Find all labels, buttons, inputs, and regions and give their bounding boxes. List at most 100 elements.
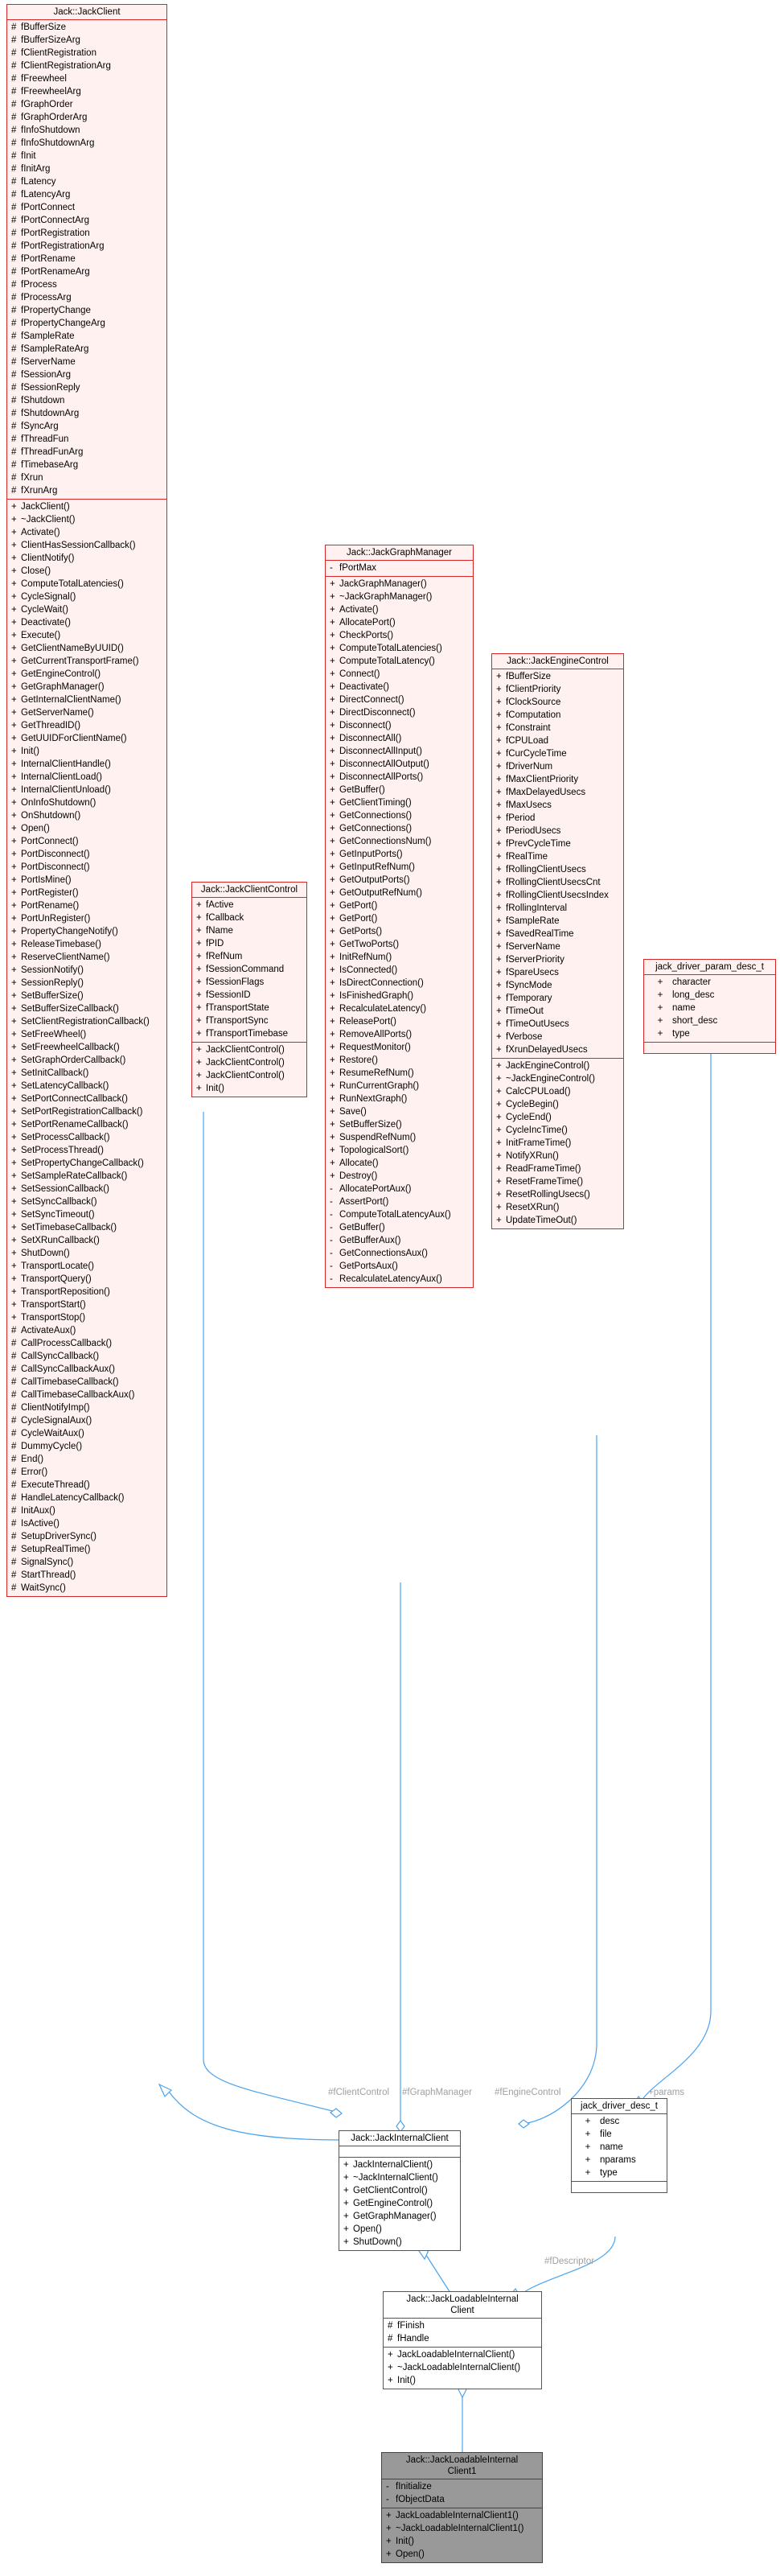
method-row[interactable]: -GetBufferAux() <box>326 1234 473 1247</box>
attribute-row[interactable]: #fSessionArg <box>7 368 166 381</box>
method-row[interactable]: +SetInitCallback() <box>7 1067 166 1080</box>
method-row[interactable]: +ReserveClientName() <box>7 951 166 964</box>
class-jack-client[interactable]: Jack::JackClient#fBufferSize#fBufferSize… <box>6 4 167 1597</box>
method-row[interactable]: +NotifyXRun() <box>492 1150 623 1162</box>
attribute-row[interactable]: +fConstraint <box>492 722 623 735</box>
method-row[interactable]: +DisconnectAll() <box>326 732 473 745</box>
attribute-row[interactable]: +fRefNum <box>192 950 306 963</box>
class-jack-client-control[interactable]: Jack::JackClientControl+fActive+fCallbac… <box>191 882 307 1097</box>
method-row[interactable]: +ComputeTotalLatencies() <box>326 642 473 655</box>
attribute-row[interactable]: +fClientPriority <box>492 683 623 696</box>
attribute-row[interactable]: +type <box>572 2167 667 2179</box>
attribute-row[interactable]: #fInfoShutdown <box>7 124 166 137</box>
method-row[interactable]: +ShutDown() <box>339 2236 460 2249</box>
method-row[interactable]: +ResetFrameTime() <box>492 1175 623 1188</box>
method-row[interactable]: +SetTimebaseCallback() <box>7 1221 166 1234</box>
method-row[interactable]: +Init() <box>192 1082 306 1095</box>
method-row[interactable]: +SetPortConnectCallback() <box>7 1093 166 1105</box>
attribute-row[interactable]: +fCurCycleTime <box>492 747 623 760</box>
method-row[interactable]: +UpdateTimeOut() <box>492 1214 623 1227</box>
method-row[interactable]: +OnInfoShutdown() <box>7 796 166 809</box>
attribute-row[interactable]: +fVerbose <box>492 1031 623 1043</box>
attribute-row[interactable]: +fSessionCommand <box>192 963 306 976</box>
method-row[interactable]: +GetOutputPorts() <box>326 874 473 887</box>
method-row[interactable]: +~JackInternalClient() <box>339 2171 460 2184</box>
method-row[interactable]: +Init() <box>384 2374 541 2387</box>
method-row[interactable]: +Open() <box>7 822 166 835</box>
method-row[interactable]: +SetClientRegistrationCallback() <box>7 1015 166 1028</box>
attribute-row[interactable]: +name <box>572 2141 667 2154</box>
attribute-row[interactable]: #fThreadFun <box>7 433 166 446</box>
attribute-row[interactable]: #fClientRegistration <box>7 47 166 60</box>
class-jack-engine-control[interactable]: Jack::JackEngineControl+fBufferSize+fCli… <box>491 653 624 1229</box>
attribute-row[interactable]: #fFinish <box>384 2319 541 2332</box>
method-row[interactable]: +SetPortRenameCallback() <box>7 1118 166 1131</box>
method-row[interactable]: +GetTwoPorts() <box>326 938 473 951</box>
method-row[interactable]: +GetPorts() <box>326 925 473 938</box>
method-row[interactable]: +~JackClient() <box>7 513 166 526</box>
method-row[interactable]: #HandleLatencyCallback() <box>7 1492 166 1504</box>
method-row[interactable]: +InternalClientLoad() <box>7 771 166 784</box>
method-row[interactable]: #IsActive() <box>7 1517 166 1530</box>
method-row[interactable]: +GetBuffer() <box>326 784 473 796</box>
method-row[interactable]: +PropertyChangeNotify() <box>7 925 166 938</box>
method-row[interactable]: +DirectDisconnect() <box>326 706 473 719</box>
method-row[interactable]: +IsDirectConnection() <box>326 977 473 990</box>
attribute-row[interactable]: #fSampleRate <box>7 330 166 343</box>
attribute-row[interactable]: +fComputation <box>492 709 623 722</box>
method-row[interactable]: +GetEngineControl() <box>7 668 166 681</box>
attribute-row[interactable]: #fTimebaseArg <box>7 459 166 471</box>
attribute-row[interactable]: #fBufferSizeArg <box>7 34 166 47</box>
attribute-row[interactable]: +desc <box>572 2115 667 2128</box>
method-row[interactable]: +SetXRunCallback() <box>7 1234 166 1247</box>
method-row[interactable]: +CheckPorts() <box>326 629 473 642</box>
attribute-row[interactable]: +fServerPriority <box>492 953 623 966</box>
class-jack-internal-client[interactable]: Jack::JackInternalClient+JackInternalCli… <box>339 2130 461 2251</box>
attribute-row[interactable]: #fFreewheel <box>7 72 166 85</box>
method-row[interactable]: +SetBufferSize() <box>7 990 166 1002</box>
method-row[interactable]: #CallTimebaseCallback() <box>7 1376 166 1389</box>
attribute-row[interactable]: -fInitialize <box>382 2480 542 2493</box>
method-row[interactable]: -AllocatePortAux() <box>326 1183 473 1195</box>
attribute-row[interactable]: #fPortRenameArg <box>7 265 166 278</box>
method-row[interactable]: +SessionNotify() <box>7 964 166 977</box>
attribute-row[interactable]: #fXrunArg <box>7 484 166 497</box>
method-row[interactable]: +JackInternalClient() <box>339 2158 460 2171</box>
method-row[interactable]: +DisconnectAllInput() <box>326 745 473 758</box>
attribute-row[interactable]: +fRollingClientUsecs <box>492 863 623 876</box>
attribute-row[interactable]: #fPortConnect <box>7 201 166 214</box>
method-row[interactable]: +ComputeTotalLatency() <box>326 655 473 668</box>
method-row[interactable]: +ResumeRefNum() <box>326 1067 473 1080</box>
method-row[interactable]: +TopologicalSort() <box>326 1144 473 1157</box>
method-row[interactable]: +ResetXRun() <box>492 1201 623 1214</box>
attribute-row[interactable]: #fLatencyArg <box>7 188 166 201</box>
method-row[interactable]: +Init() <box>382 2535 542 2548</box>
method-row[interactable]: +Allocate() <box>326 1157 473 1170</box>
method-row[interactable]: +ClientHasSessionCallback() <box>7 539 166 552</box>
class-jack-driver-desc-t[interactable]: jack_driver_desc_t+desc+file+name+nparam… <box>571 2098 667 2193</box>
method-row[interactable]: -GetConnectionsAux() <box>326 1247 473 1260</box>
attribute-row[interactable]: #fShutdownArg <box>7 407 166 420</box>
attribute-row[interactable]: +character <box>644 976 775 989</box>
method-row[interactable]: +GetEngineControl() <box>339 2197 460 2210</box>
attribute-row[interactable]: +fRollingClientUsecsIndex <box>492 889 623 902</box>
method-row[interactable]: +RemoveAllPorts() <box>326 1028 473 1041</box>
attribute-row[interactable]: #fGraphOrderArg <box>7 111 166 124</box>
method-row[interactable]: #SetupDriverSync() <box>7 1530 166 1543</box>
attribute-row[interactable]: +fSessionFlags <box>192 976 306 989</box>
method-row[interactable]: +GetConnections() <box>326 809 473 822</box>
method-row[interactable]: +SessionReply() <box>7 977 166 990</box>
method-row[interactable]: +GetServerName() <box>7 706 166 719</box>
method-row[interactable]: +SetSessionCallback() <box>7 1183 166 1195</box>
attribute-row[interactable]: #fFreewheelArg <box>7 85 166 98</box>
attribute-row[interactable]: +fClockSource <box>492 696 623 709</box>
method-row[interactable]: +ReadFrameTime() <box>492 1162 623 1175</box>
attribute-row[interactable]: +fRollingClientUsecsCnt <box>492 876 623 889</box>
method-row[interactable]: +JackClientControl() <box>192 1069 306 1082</box>
method-row[interactable]: +Activate() <box>7 526 166 539</box>
attribute-row[interactable]: +fRollingInterval <box>492 902 623 915</box>
method-row[interactable]: #ActivateAux() <box>7 1324 166 1337</box>
method-row[interactable]: +Deactivate() <box>7 616 166 629</box>
method-row[interactable]: +Destroy() <box>326 1170 473 1183</box>
attribute-row[interactable]: +type <box>644 1027 775 1040</box>
